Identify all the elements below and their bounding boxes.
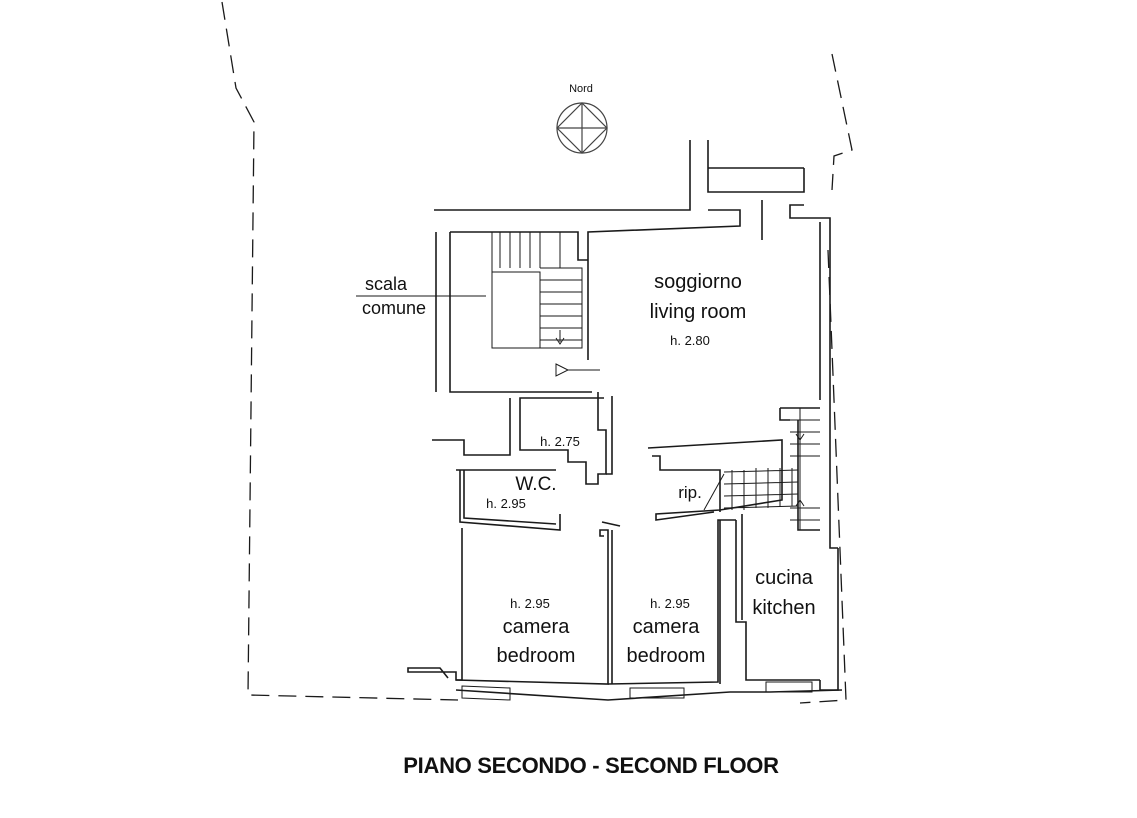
stair-label-line1: scala xyxy=(365,274,408,294)
bedroom-right-height: h. 2.95 xyxy=(650,596,690,611)
walls xyxy=(407,140,843,701)
common-staircase xyxy=(491,232,600,377)
bedroom-right-label-line2: bedroom xyxy=(627,645,706,667)
north-compass: Nord xyxy=(556,83,608,154)
bedroom-right-label-line1: camera xyxy=(633,616,701,638)
stair-label-line2: comune xyxy=(362,298,426,318)
internal-staircase xyxy=(703,408,820,530)
room-labels: scala comune soggiorno living room h. 2.… xyxy=(362,271,816,667)
wc-label: W.C. xyxy=(515,474,556,495)
property-boundary xyxy=(221,1,853,704)
bedroom-left-label-line1: camera xyxy=(503,616,571,638)
floor-title: PIANO SECONDO - SECOND FLOOR xyxy=(403,753,779,778)
kitchen-label-line2: kitchen xyxy=(752,597,815,619)
living-label-line1: soggiorno xyxy=(654,271,742,293)
living-label-line2: living room xyxy=(650,301,747,323)
bedroom-left-label-line2: bedroom xyxy=(497,645,576,667)
wc-height: h. 2.95 xyxy=(486,496,526,511)
bedroom-left-height: h. 2.95 xyxy=(510,596,550,611)
compass-arrow-icon xyxy=(556,102,608,154)
living-height: h. 2.80 xyxy=(670,333,710,348)
compass-label: Nord xyxy=(569,83,593,95)
kitchen-label-line1: cucina xyxy=(755,567,814,589)
storage-label: rip. xyxy=(678,483,702,502)
small-room-height: h. 2.75 xyxy=(540,434,580,449)
